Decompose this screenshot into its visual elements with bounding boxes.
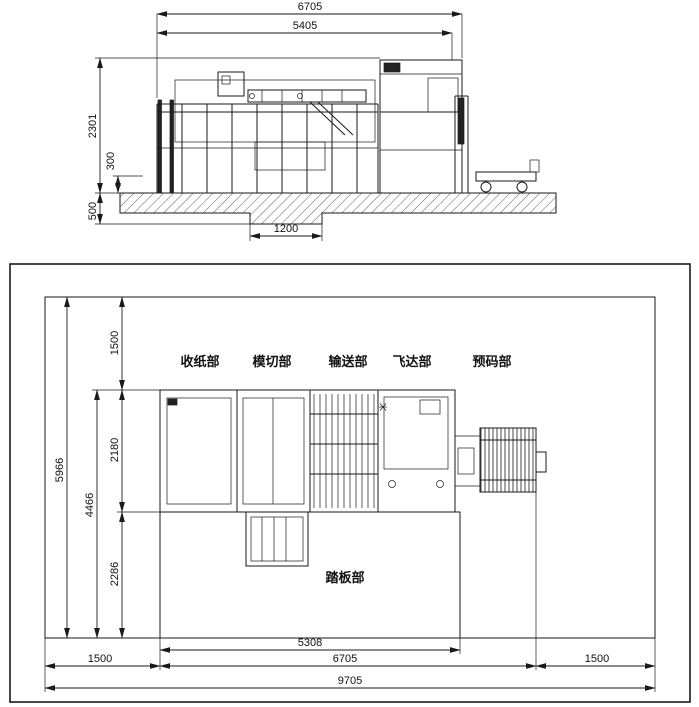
dim-plan-platform-width: 5308 [298,637,322,649]
dim-side-overall-length: 6705 [298,1,322,13]
side-view: 6705 5405 2301 300 500 1200 [87,1,557,241]
dim-plan-top-margin: 1500 [109,331,121,355]
conveyor-rollers [310,394,378,508]
dim-plan-platform-depth: 2286 [109,562,121,586]
feeder-tower-side [379,59,469,194]
drawing-frame [9,263,691,703]
pallet-side [475,159,540,193]
ground-hatch [119,192,557,225]
dim-side-height: 2301 [87,114,99,138]
prestack-unit [455,427,547,493]
dim-plan-machine-depth: 2180 [109,438,121,462]
label-feeder-section: 飞达部 [392,354,431,369]
label-diecut-section: 模切部 [252,354,291,369]
label-prestack-section: 预码部 [472,354,511,369]
safety-fence [156,99,379,194]
label-platform-section: 踏板部 [325,570,364,585]
dim-side-pit-depth: 500 [87,202,99,220]
dim-side-pit-width: 1200 [274,223,298,235]
side-dimensions: 6705 5405 2301 300 500 1200 [87,1,463,241]
asterisk-mark [379,403,387,411]
plan-dimensions-horizontal: 5308 1500 6705 1500 9705 [44,492,656,692]
pedal-platform: 踏板部 [159,511,461,639]
dim-side-conveyor-height: 300 [105,152,117,170]
dim-plan-machine-length: 6705 [333,653,357,665]
label-delivery-section: 收纸部 [180,354,219,369]
dim-plan-room-depth: 5966 [54,458,66,482]
section-labels: 收纸部 模切部 输送部 飞达部 预码部 [180,354,511,369]
machine-body-side [174,71,376,171]
dim-plan-right-margin: 1500 [585,653,609,665]
machine-body-plan [159,389,456,513]
plan-view: 收纸部 模切部 输送部 飞达部 预码部 [9,263,691,703]
label-conveyor-section: 输送部 [328,354,367,369]
dim-plan-left-margin: 1500 [88,653,112,665]
dim-side-frame-length: 5405 [293,20,317,32]
dim-plan-room-width: 9705 [338,675,362,687]
dim-plan-total-depth: 4466 [84,493,96,517]
plan-dimensions-vertical: 5966 4466 1500 2180 2286 [54,296,160,639]
